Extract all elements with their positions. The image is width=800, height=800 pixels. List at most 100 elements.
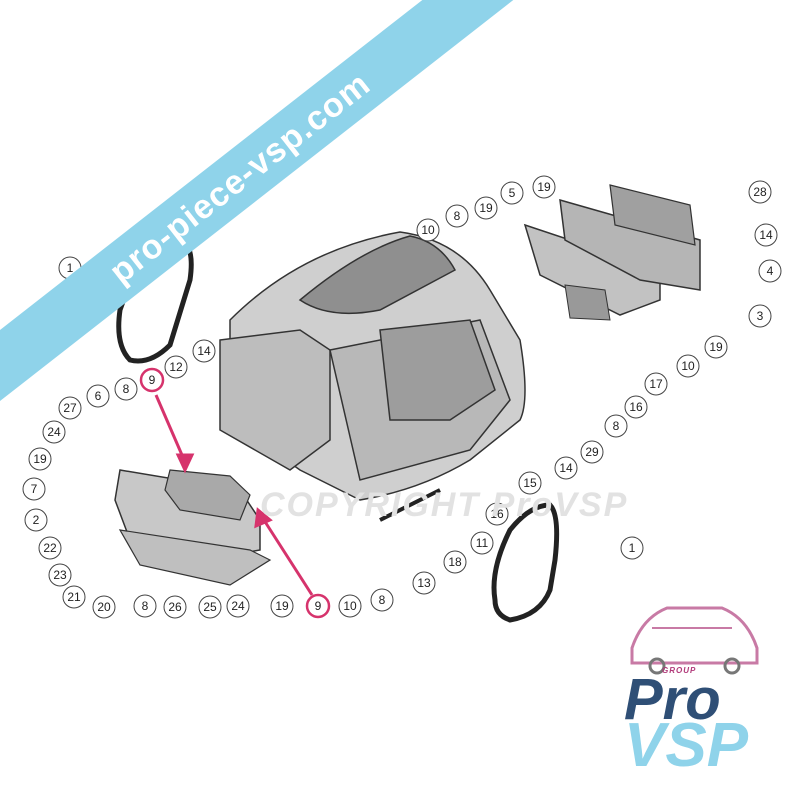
side-sill-strip: [379, 488, 441, 522]
callout-label-7: 7: [31, 482, 38, 496]
callout-label-20: 20: [97, 600, 111, 614]
car-body-shell: [219, 231, 526, 501]
logo-pro-text: Pro: [624, 667, 721, 732]
callout-label-28: 28: [753, 185, 767, 199]
callout-circle-23: [48, 563, 72, 587]
callout-label-14: 14: [759, 228, 773, 242]
callout-label-29: 29: [585, 445, 599, 459]
callout-circle-14: [754, 223, 778, 247]
callout-label-14: 14: [559, 461, 573, 475]
callout-label-16: 16: [490, 507, 504, 521]
callout-circle-14: [554, 456, 578, 480]
callout-circle-1: [620, 536, 644, 560]
callout-label-19: 19: [275, 599, 289, 613]
callout-circle-25: [198, 595, 222, 619]
callout-label-2: 2: [33, 513, 40, 527]
callout-label-10: 10: [343, 599, 357, 613]
logo-group-text: GROUP: [662, 666, 697, 675]
callout-label-8: 8: [142, 599, 149, 613]
callout-circle-26: [163, 595, 187, 619]
callout-circle-16: [624, 395, 648, 419]
callout-label-1: 1: [629, 541, 636, 555]
callout-label-12: 12: [169, 360, 183, 374]
callout-label-8: 8: [454, 209, 461, 223]
callout-circle-10: [416, 218, 440, 242]
callout-circle-8: [114, 377, 138, 401]
callout-circle-20: [92, 595, 116, 619]
callout-circle-27: [58, 396, 82, 420]
callout-circle-16: [485, 502, 509, 526]
callout-circle-8: [370, 588, 394, 612]
callout-circle-2: [24, 508, 48, 532]
grille: [164, 469, 251, 521]
callout-label-17: 17: [649, 377, 663, 391]
callout-label-26: 26: [168, 600, 182, 614]
callout-circle-5: [500, 181, 524, 205]
callout-label-14: 14: [197, 344, 211, 358]
rear-light-module: [564, 284, 611, 321]
callout-circle-29: [580, 440, 604, 464]
callout-circle-7: [22, 477, 46, 501]
callout-circle-24: [42, 420, 66, 444]
callout-label-3: 3: [757, 309, 764, 323]
callout-circle-4: [758, 259, 782, 283]
callout-circle-19: [704, 335, 728, 359]
logo-vsp-text: VSP: [624, 711, 749, 780]
callout-circle-9: [139, 367, 165, 393]
callout-label-16: 16: [629, 400, 643, 414]
callout-label-4: 4: [767, 264, 774, 278]
callout-circle-11: [470, 531, 494, 555]
callout-circle-19: [532, 175, 556, 199]
callout-circle-10: [676, 354, 700, 378]
callout-label-27: 27: [63, 401, 77, 415]
callout-circle-8: [604, 414, 628, 438]
callout-label-13: 13: [417, 576, 431, 590]
callout-label-24: 24: [47, 425, 61, 439]
callout-label-22: 22: [43, 541, 57, 555]
callout-label-8: 8: [613, 419, 620, 433]
callout-label-6: 6: [95, 389, 102, 403]
callout-circle-22: [38, 536, 62, 560]
callout-circle-21: [62, 585, 86, 609]
callout-circle-17: [644, 372, 668, 396]
callout-label-19: 19: [33, 452, 47, 466]
callout-circle-10: [338, 594, 362, 618]
callout-label-10: 10: [421, 223, 435, 237]
highlight-arrows: [154, 394, 314, 596]
callout-label-9: 9: [149, 373, 156, 387]
callout-circle-8: [445, 204, 469, 228]
callout-circle-9: [305, 593, 331, 619]
callout-circle-18: [443, 550, 467, 574]
callout-label-15: 15: [523, 476, 537, 490]
callout-circle-19: [474, 196, 498, 220]
callout-circle-3: [748, 304, 772, 328]
callout-circle-8: [133, 594, 157, 618]
callout-label-24: 24: [231, 599, 245, 613]
callout-label-18: 18: [448, 555, 462, 569]
callout-label-25: 25: [203, 600, 217, 614]
callout-circle-6: [86, 384, 110, 408]
callout-circle-15: [518, 471, 542, 495]
watermark: COPYRIGHT ProVSP: [260, 486, 629, 524]
callout-label-19: 19: [537, 180, 551, 194]
callout-label-19: 19: [479, 201, 493, 215]
callout-circle-12: [164, 355, 188, 379]
callout-label-5: 5: [509, 186, 516, 200]
callout-circle-19: [270, 594, 294, 618]
callout-circle-24: [226, 594, 250, 618]
callout-label-9: 9: [315, 599, 322, 613]
callout-label-8: 8: [123, 382, 130, 396]
callout-circle-28: [748, 180, 772, 204]
car-outline-icon: [630, 606, 759, 675]
callout-label-19: 19: [709, 340, 723, 354]
callout-circle-19: [28, 447, 52, 471]
callout-label-21: 21: [67, 590, 81, 604]
callout-label-11: 11: [476, 536, 489, 550]
callout-circle-13: [412, 571, 436, 595]
callout-label-1: 1: [67, 261, 74, 275]
callout-label-10: 10: [681, 359, 695, 373]
callout-label-8: 8: [379, 593, 386, 607]
rear-plate-holder: [609, 184, 696, 246]
